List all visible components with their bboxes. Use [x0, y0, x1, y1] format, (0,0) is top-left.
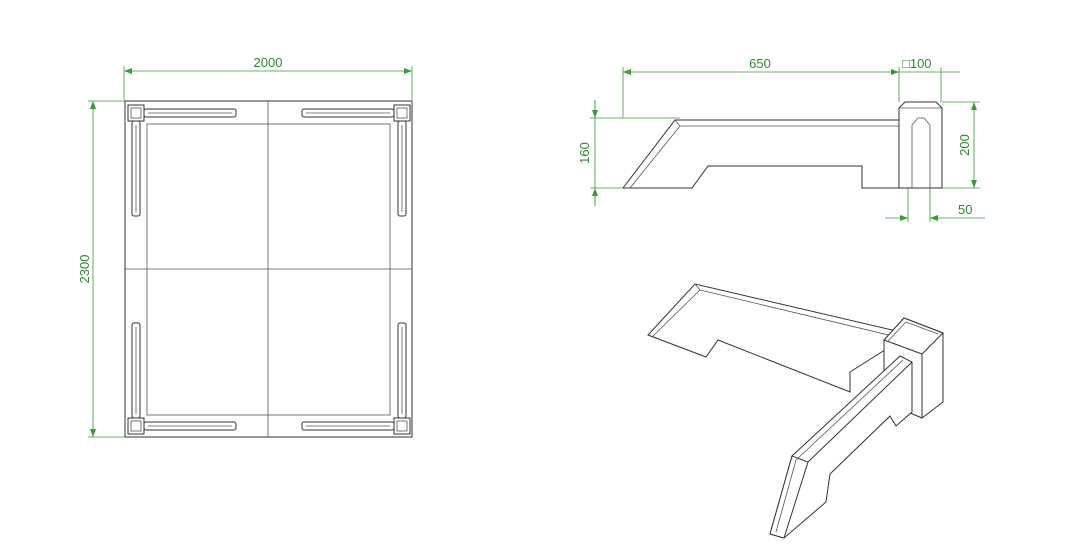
iso-post-top — [883, 317, 944, 355]
plan-corner-posts — [127, 104, 411, 435]
side-offset-label: 50 — [958, 202, 972, 217]
side-post-height-label: 200 — [957, 134, 972, 156]
isometric-view — [647, 283, 944, 539]
iso-back-bench — [647, 283, 907, 393]
side-post — [898, 101, 943, 189]
plan-height-dimension: 2300 — [77, 100, 125, 438]
plan-view: 2000 2300 — [77, 55, 413, 438]
side-length-label: 650 — [749, 56, 771, 71]
side-view: 650 □100 160 200 5 — [577, 56, 985, 222]
side-offset-dimension: 50 — [885, 188, 985, 222]
side-bench-profile — [621, 119, 900, 189]
side-height-dimension: 160 — [577, 100, 680, 206]
plan-benches — [131, 108, 407, 431]
side-post-label: □100 — [902, 56, 932, 71]
side-post-dimension: □100 — [899, 56, 960, 102]
side-length-dimension: 650 — [622, 56, 900, 118]
plan-width-label: 2000 — [254, 55, 283, 70]
plan-width-dimension: 2000 — [123, 55, 413, 100]
side-post-height-dimension: 200 — [942, 101, 980, 189]
plan-inner-frame — [146, 123, 391, 416]
plan-height-label: 2300 — [77, 255, 92, 284]
side-height-label: 160 — [577, 142, 592, 164]
